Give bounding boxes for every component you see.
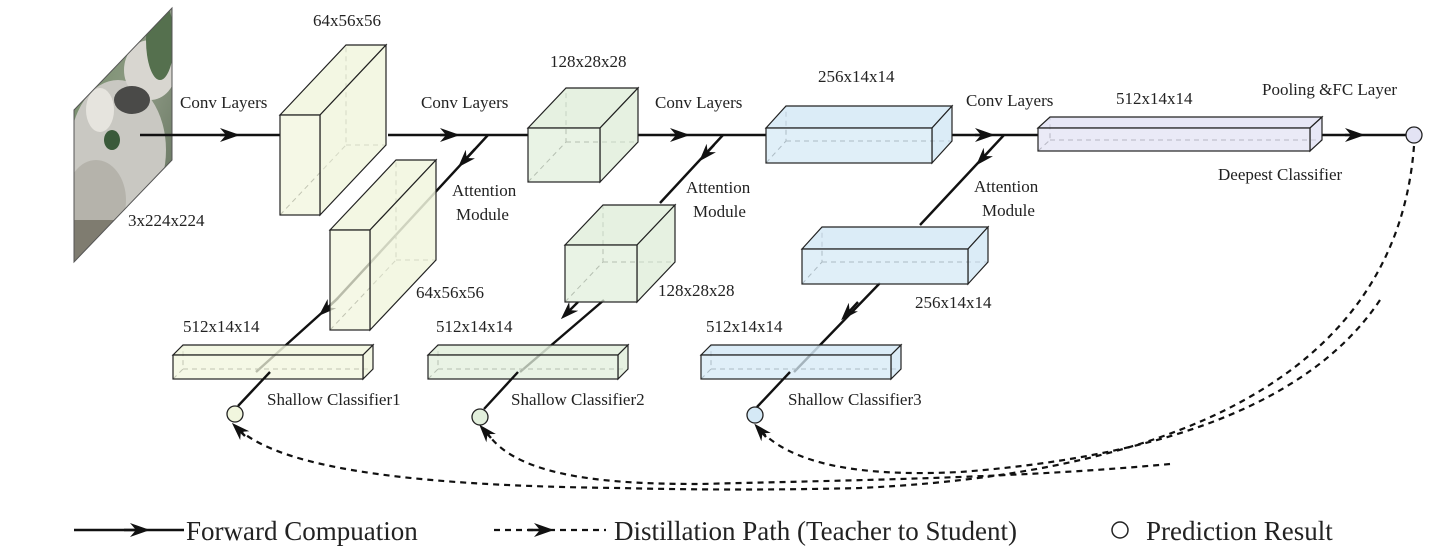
block1-dim-label: 64x56x56 xyxy=(313,11,381,30)
branch2-pooled-block xyxy=(426,343,630,381)
attention-label-2b: Module xyxy=(693,202,746,221)
deepest-classifier-label: Deepest Classifier xyxy=(1218,165,1342,184)
attention-label-1b: Module xyxy=(456,205,509,224)
branch1-pooled-label: 512x14x14 xyxy=(183,317,260,336)
shallow-classifier-2-label: Shallow Classifier2 xyxy=(511,390,645,409)
block2-dim-label: 128x28x28 xyxy=(550,52,627,71)
classifier-stems xyxy=(237,371,791,410)
legend-prediction-label: Prediction Result xyxy=(1146,516,1333,546)
block4-dim-label: 512x14x14 xyxy=(1116,89,1193,108)
input-size-label: 3x224x224 xyxy=(128,211,205,230)
branch2-feature-block xyxy=(563,203,677,304)
distillation-arrowheads xyxy=(231,422,771,443)
attention-label-3b: Module xyxy=(982,201,1035,220)
block3-dim-label: 256x14x14 xyxy=(818,67,895,86)
legend-distill-label: Distillation Path (Teacher to Student) xyxy=(614,516,1017,546)
branch2-pooled-label: 512x14x14 xyxy=(436,317,513,336)
backbone-block-3 xyxy=(764,104,954,165)
distillation-paths xyxy=(241,145,1416,491)
pooling-fc-label: Pooling &FC Layer xyxy=(1262,80,1397,99)
branch1-pooled-block xyxy=(171,343,375,381)
legend: Forward Compuation Distillation Path (Te… xyxy=(74,516,1333,546)
branch3-feature-block xyxy=(800,225,990,286)
attention-label-3a: Attention xyxy=(974,177,1039,196)
branch3-feature-label: 256x14x14 xyxy=(915,293,992,312)
conv-layers-label-3: Conv Layers xyxy=(655,93,742,112)
shallow-classifier-1-label: Shallow Classifier1 xyxy=(267,390,401,409)
conv-layers-label-4: Conv Layers xyxy=(966,91,1053,110)
legend-prediction-icon xyxy=(1111,521,1129,539)
prediction-circle-shallow-3 xyxy=(746,406,764,424)
branch3-pooled-label: 512x14x14 xyxy=(706,317,783,336)
input-image xyxy=(73,6,173,264)
attention-label-2a: Attention xyxy=(686,178,751,197)
legend-forward-label: Forward Compuation xyxy=(186,516,418,546)
prediction-circle-shallow-1 xyxy=(226,405,244,423)
prediction-circle-shallow-2 xyxy=(471,408,489,426)
backbone-block-1 xyxy=(278,43,388,217)
prediction-circle-deepest xyxy=(1405,126,1423,144)
shallow-classifier-3-label: Shallow Classifier3 xyxy=(788,390,922,409)
conv-layers-label-1: Conv Layers xyxy=(180,93,267,112)
branch3-pooled-block xyxy=(699,343,903,381)
backbone-block-4 xyxy=(1036,115,1324,153)
feature-map-boxes xyxy=(171,43,1324,381)
branch1-feature-label: 64x56x56 xyxy=(416,283,484,302)
backbone-block-2 xyxy=(526,86,640,184)
attention-label-1a: Attention xyxy=(452,181,517,200)
conv-layers-label-2: Conv Layers xyxy=(421,93,508,112)
branch2-feature-label: 128x28x28 xyxy=(658,281,735,300)
branch1-feature-block xyxy=(328,158,438,332)
